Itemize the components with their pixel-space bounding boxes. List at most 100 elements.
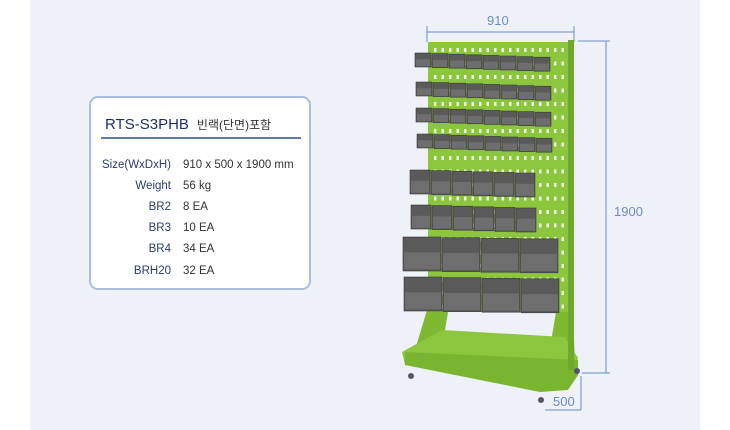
peg-hole — [449, 48, 452, 52]
peg-hole — [516, 156, 519, 160]
peg-hole — [464, 102, 467, 106]
peg-hole — [539, 156, 542, 160]
bin — [484, 136, 502, 151]
peg-hole — [494, 156, 497, 160]
peg-hole — [479, 156, 482, 160]
bin — [500, 84, 518, 100]
peg-hole — [554, 61, 557, 66]
bin — [482, 55, 500, 70]
peg-hole — [471, 48, 474, 52]
peg-hole — [561, 142, 564, 147]
peg-hole — [479, 169, 482, 174]
peg-hole — [501, 48, 504, 52]
peg-hole — [509, 102, 512, 106]
peg-hole — [539, 196, 542, 201]
peg-hole — [561, 129, 564, 133]
model-subtitle: 빈랙(단면)포함 — [196, 118, 272, 132]
peg-hole — [486, 48, 489, 52]
bin — [448, 53, 466, 69]
peg-hole — [546, 223, 549, 228]
peg-hole — [554, 115, 557, 120]
peg-hole — [441, 129, 444, 133]
peg-hole — [434, 156, 437, 160]
peg-hole — [561, 223, 564, 228]
peg-hole — [479, 196, 482, 201]
peg-hole — [531, 169, 534, 174]
peg-hole — [561, 291, 564, 295]
peg-hole — [471, 169, 474, 174]
peg-hole — [539, 75, 542, 79]
peg-hole — [501, 129, 504, 133]
spec-value: 32 EA — [183, 264, 215, 277]
dimension-lines — [426, 26, 610, 411]
peg-hole — [554, 210, 557, 214]
peg-hole — [471, 102, 474, 106]
peg-hole — [486, 102, 489, 106]
peg-hole — [539, 102, 542, 106]
peg-hole — [524, 75, 527, 79]
peg-hole — [561, 196, 564, 201]
peg-hole — [516, 48, 519, 52]
peg-hole — [554, 48, 557, 52]
bin — [467, 135, 485, 151]
bin — [519, 238, 559, 274]
bin — [414, 52, 432, 68]
bin — [493, 172, 515, 197]
peg-hole — [546, 102, 549, 106]
peg-hole — [494, 129, 497, 133]
peg-hole — [464, 196, 467, 201]
peg-hole — [524, 102, 527, 106]
peg-hole — [501, 156, 504, 160]
peg-hole — [546, 129, 549, 133]
peg-hole — [531, 48, 534, 52]
peg-hole — [479, 129, 482, 133]
peg-hole — [554, 129, 557, 133]
bin — [483, 110, 501, 125]
peg-hole — [434, 102, 437, 106]
spec-label: BR3 — [148, 222, 171, 235]
peg-hole — [456, 102, 459, 106]
peg-hole — [554, 75, 557, 79]
peg-hole — [456, 196, 459, 201]
peg-hole — [456, 48, 459, 52]
peg-hole — [539, 210, 542, 214]
peg-hole — [456, 75, 459, 79]
peg-hole — [531, 129, 534, 133]
bin — [500, 110, 518, 126]
peg-hole — [539, 183, 542, 187]
peg-hole — [554, 169, 557, 174]
model-name: RTS-S3PHB — [105, 116, 189, 133]
peg-hole — [554, 156, 557, 160]
bin — [431, 53, 449, 68]
bin — [449, 82, 467, 98]
peg-hole — [501, 169, 504, 174]
peg-hole — [554, 142, 557, 147]
bin — [480, 237, 520, 273]
peg-hole — [486, 156, 489, 160]
spec-value: 910 x 500 x 1900 mm — [183, 158, 294, 171]
peg-hole — [494, 196, 497, 201]
peg-hole — [464, 75, 467, 79]
peg-hole — [441, 156, 444, 160]
peg-hole — [486, 75, 489, 79]
bin — [481, 277, 521, 313]
peg-hole — [494, 169, 497, 174]
peg-hole — [479, 75, 482, 79]
peg-hole — [464, 156, 467, 160]
peg-hole — [531, 75, 534, 79]
spec-label: BR4 — [148, 243, 171, 256]
peg-hole — [561, 264, 564, 268]
peg-hole — [434, 75, 437, 79]
bin — [466, 83, 484, 99]
peg-hole — [509, 169, 512, 174]
peg-hole — [509, 156, 512, 160]
peg-hole — [546, 183, 549, 187]
peg-hole — [561, 304, 564, 309]
bin — [473, 206, 495, 232]
peg-hole — [509, 75, 512, 79]
